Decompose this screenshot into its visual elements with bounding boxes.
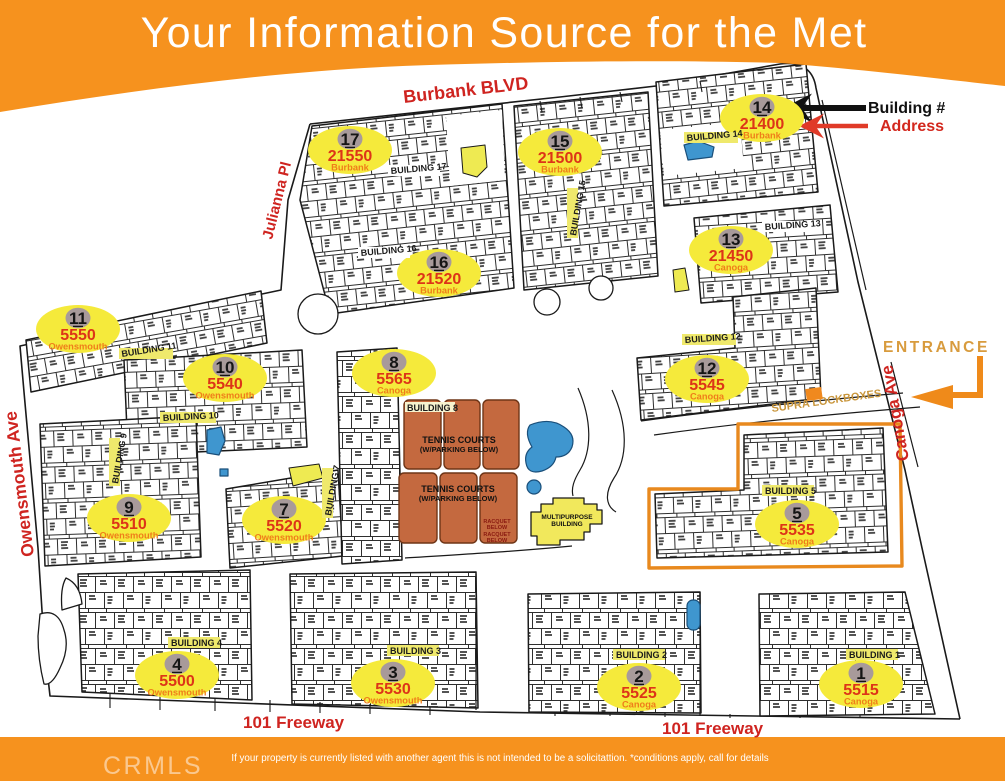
svg-text:Canoga: Canoga	[622, 700, 657, 710]
svg-text:BUILDING 2: BUILDING 2	[616, 650, 667, 660]
svg-text:21400: 21400	[740, 116, 785, 133]
svg-text:TENNIS COURTS: TENNIS COURTS	[421, 484, 495, 494]
svg-text:Canoga: Canoga	[780, 537, 815, 547]
svg-text:4: 4	[172, 655, 182, 674]
svg-text:9: 9	[124, 498, 133, 517]
svg-text:3: 3	[388, 663, 397, 682]
svg-text:(W/PARKING BELOW): (W/PARKING BELOW)	[419, 494, 498, 503]
svg-text:BUILDING 13: BUILDING 13	[764, 218, 821, 232]
svg-text:5515: 5515	[843, 682, 879, 699]
svg-text:BELOW: BELOW	[487, 538, 508, 544]
svg-text:Burbank: Burbank	[331, 163, 370, 173]
svg-text:BELOW: BELOW	[487, 525, 508, 531]
svg-text:5535: 5535	[779, 522, 815, 539]
svg-text:BUILDING 5: BUILDING 5	[765, 486, 816, 496]
svg-text:12: 12	[698, 359, 717, 378]
svg-text:Owensmouth: Owensmouth	[49, 342, 108, 352]
svg-text:BUILDING 3: BUILDING 3	[390, 646, 441, 656]
svg-text:13: 13	[722, 230, 741, 249]
svg-text:21500: 21500	[538, 150, 583, 167]
svg-text:RACQUET: RACQUET	[483, 519, 511, 525]
svg-text:Canoga: Canoga	[690, 392, 725, 402]
svg-text:(W/PARKING BELOW): (W/PARKING BELOW)	[420, 445, 499, 454]
svg-text:5565: 5565	[376, 371, 412, 388]
svg-text:8: 8	[389, 353, 398, 372]
svg-text:101 Freeway: 101 Freeway	[243, 713, 345, 732]
svg-text:14: 14	[753, 98, 772, 117]
svg-text:BUILDING 1: BUILDING 1	[849, 650, 900, 660]
svg-text:TENNIS COURTS: TENNIS COURTS	[422, 435, 496, 445]
svg-text:Burbank: Burbank	[541, 165, 580, 175]
svg-text:BUILDING 16: BUILDING 16	[360, 243, 417, 258]
svg-text:CRMLS: CRMLS	[103, 752, 203, 780]
svg-text:Your Information Source for th: Your Information Source for the Met	[141, 9, 868, 57]
svg-text:21450: 21450	[709, 248, 754, 265]
svg-text:5510: 5510	[111, 516, 147, 533]
svg-text:Owensmouth: Owensmouth	[255, 533, 314, 543]
svg-text:Canoga: Canoga	[844, 697, 879, 707]
svg-text:BUILDING 17: BUILDING 17	[390, 161, 447, 176]
svg-text:21520: 21520	[417, 271, 462, 288]
svg-text:21550: 21550	[328, 148, 373, 165]
svg-text:5525: 5525	[621, 685, 657, 702]
svg-text:101 Freeway: 101 Freeway	[662, 719, 764, 738]
svg-text:5550: 5550	[60, 327, 96, 344]
svg-text:5540: 5540	[207, 376, 243, 393]
svg-text:7: 7	[279, 500, 288, 519]
svg-text:15: 15	[551, 132, 570, 151]
svg-text:BUILDING 14: BUILDING 14	[686, 128, 743, 143]
svg-text:RACQUET: RACQUET	[483, 532, 511, 538]
svg-text:Building #: Building #	[868, 100, 945, 117]
svg-text:Owensmouth: Owensmouth	[148, 688, 207, 698]
svg-text:If your property is currently: If your property is currently listed wit…	[231, 753, 768, 764]
svg-text:5520: 5520	[266, 518, 302, 535]
svg-text:5: 5	[792, 504, 801, 523]
svg-text:Owensmouth: Owensmouth	[100, 531, 159, 541]
svg-text:MULTIPURPOSE: MULTIPURPOSE	[541, 514, 593, 521]
svg-text:5500: 5500	[159, 673, 195, 690]
svg-text:5545: 5545	[689, 377, 725, 394]
svg-text:5530: 5530	[375, 681, 411, 698]
svg-text:Canoga: Canoga	[377, 386, 412, 396]
svg-text:BUILDING: BUILDING	[551, 521, 582, 528]
svg-text:11: 11	[69, 309, 87, 328]
svg-text:1: 1	[856, 664, 865, 683]
svg-text:Canoga: Canoga	[714, 263, 749, 273]
svg-text:Burbank: Burbank	[743, 131, 782, 141]
svg-text:BUILDING 4: BUILDING 4	[171, 638, 222, 648]
svg-text:16: 16	[430, 253, 449, 272]
svg-text:17: 17	[341, 130, 360, 149]
svg-text:BUILDING 10: BUILDING 10	[163, 410, 219, 423]
svg-text:BUILDING 8: BUILDING 8	[407, 403, 458, 413]
svg-text:BUILDING 12: BUILDING 12	[684, 331, 741, 345]
svg-text:2: 2	[634, 667, 643, 686]
svg-text:Address: Address	[880, 118, 944, 135]
svg-text:Owensmouth: Owensmouth	[364, 696, 423, 706]
svg-text:Burbank: Burbank	[420, 286, 459, 296]
svg-text:10: 10	[216, 358, 235, 377]
svg-text:ENTRANCE: ENTRANCE	[883, 339, 990, 356]
svg-text:Owensmouth: Owensmouth	[196, 391, 255, 401]
